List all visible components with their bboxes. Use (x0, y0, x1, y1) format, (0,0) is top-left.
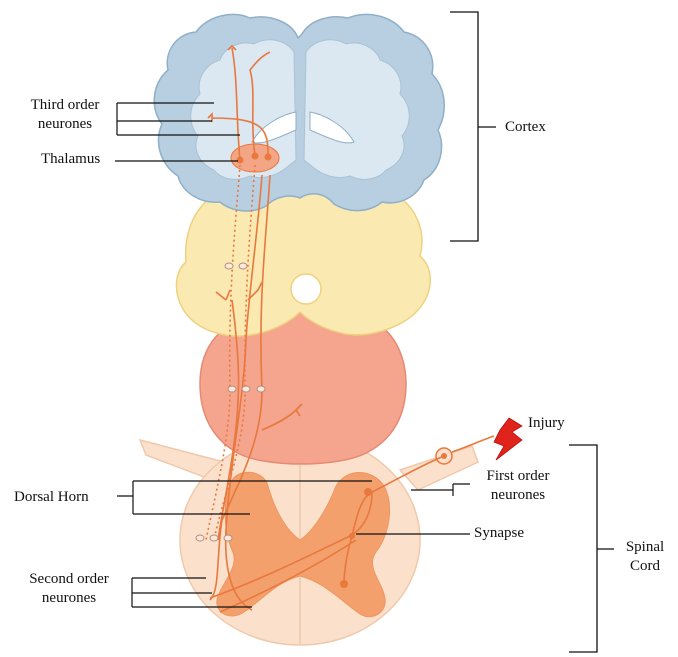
cerebral-aqueduct (291, 274, 321, 304)
spinal-cord-label: Spinal Cord (618, 538, 672, 576)
marker-midbrain-2 (239, 263, 247, 269)
midbrain (176, 182, 430, 336)
cortex (154, 14, 444, 210)
injury-lightning-icon (494, 418, 522, 460)
spinal-cord (140, 435, 478, 645)
synapse-terminal (349, 533, 355, 539)
marker-medulla-2 (242, 386, 250, 392)
spinal-cord-bracket (569, 445, 614, 652)
marker-spinal-1 (196, 535, 204, 541)
dorsal-horn-cell-body (340, 580, 348, 588)
cortex-label: Cortex (505, 118, 546, 137)
dorsal-horn-label: Dorsal Horn (14, 488, 89, 507)
second-order-neurones-label: Second order neurones (10, 570, 128, 608)
midbrain-body (176, 182, 430, 336)
thalamus-label: Thalamus (41, 150, 100, 169)
marker-spinal-3 (224, 535, 232, 541)
synapse-label: Synapse (474, 524, 524, 543)
marker-spinal-2 (210, 535, 218, 541)
first-order-cell-body (364, 488, 372, 496)
cortex-bracket (450, 12, 496, 241)
marker-midbrain-1 (225, 263, 233, 269)
third-order-neurones-label: Third order neurones (16, 96, 114, 134)
injury-label: Injury (528, 414, 565, 433)
marker-medulla-1 (228, 386, 236, 392)
first-order-neurones-label: First order neurones (470, 467, 566, 505)
marker-medulla-3 (257, 386, 265, 392)
